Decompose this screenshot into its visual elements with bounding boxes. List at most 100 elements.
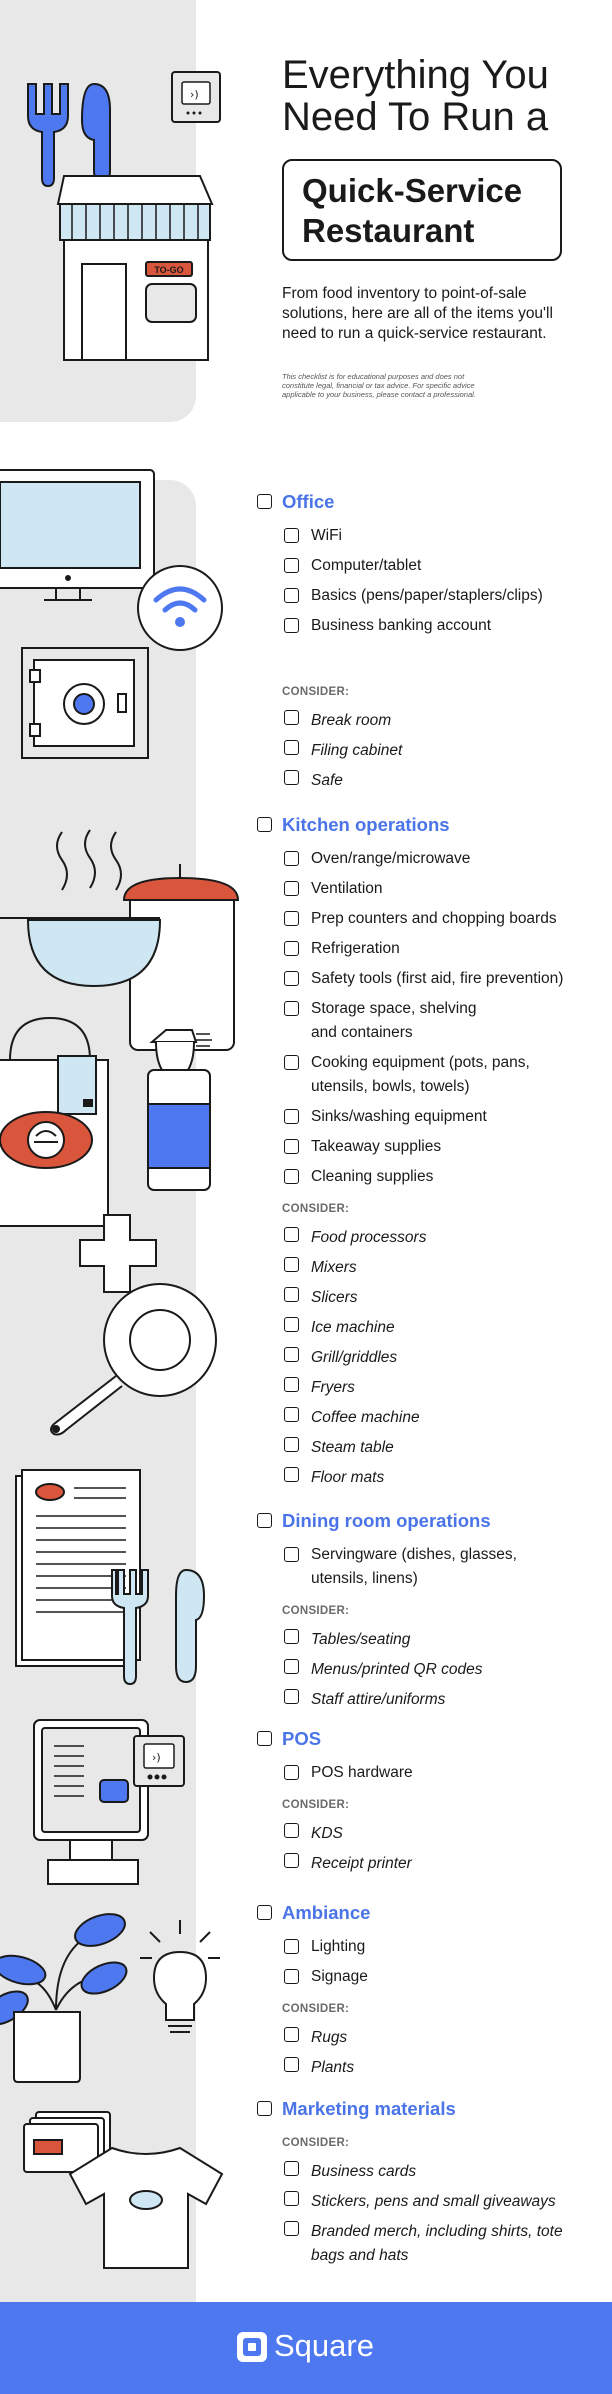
- consider-item-label: Rugs: [311, 2029, 348, 2046]
- consider-item-checkbox[interactable]: [284, 2057, 299, 2072]
- disclaimer-text: This checklist is for educational purpos…: [282, 372, 512, 399]
- item-checkbox[interactable]: [284, 528, 299, 543]
- consider-item-label: Grill/griddles: [311, 1349, 398, 1366]
- item-checkbox[interactable]: [284, 971, 299, 986]
- item-checkbox[interactable]: [284, 1169, 299, 1184]
- storefront-sign-text: TO-GO: [154, 265, 183, 275]
- intro-line-1: From food inventory to point-of-sale: [282, 285, 527, 302]
- checklist-item-label: Lighting: [311, 1938, 366, 1955]
- item-checkbox[interactable]: [284, 558, 299, 573]
- section-title-pos: POS: [282, 1728, 322, 1749]
- disclaimer-line-1: This checklist is for educational purpos…: [282, 372, 465, 381]
- item-checkbox[interactable]: [284, 1939, 299, 1954]
- card-reader-icon: ›): [171, 71, 221, 123]
- checklist-item-label: Storage space, shelving: [311, 1000, 477, 1017]
- checklist-item-label: utensils, linens): [311, 1570, 418, 1587]
- checklist-item-label: Ventilation: [311, 880, 383, 897]
- consider-item-checkbox[interactable]: [284, 1347, 299, 1362]
- consider-item-checkbox[interactable]: [284, 1407, 299, 1422]
- consider-item-label: Ice machine: [311, 1319, 395, 1336]
- consider-item-checkbox[interactable]: [284, 1257, 299, 1272]
- item-checkbox[interactable]: [284, 1139, 299, 1154]
- consider-item-checkbox[interactable]: [284, 2221, 299, 2236]
- item-checkbox[interactable]: [284, 618, 299, 633]
- section-checkbox-kitchen-operations[interactable]: [257, 817, 272, 832]
- consider-item-checkbox[interactable]: [284, 710, 299, 725]
- consider-item-checkbox[interactable]: [284, 1629, 299, 1644]
- consider-item-checkbox[interactable]: [284, 740, 299, 755]
- item-checkbox[interactable]: [284, 1055, 299, 1070]
- ambiance-illustration: [0, 1913, 220, 2083]
- item-checkbox[interactable]: [284, 1109, 299, 1124]
- consider-item-checkbox[interactable]: [284, 1823, 299, 1838]
- consider-item-checkbox[interactable]: [284, 1317, 299, 1332]
- consider-label: CONSIDER:: [282, 2137, 350, 2149]
- consider-item-checkbox[interactable]: [284, 1467, 299, 1482]
- checklist-item-label: Business banking account: [311, 617, 492, 634]
- item-checkbox[interactable]: [284, 1765, 299, 1780]
- item-checkbox[interactable]: [284, 1547, 299, 1562]
- consider-item-checkbox[interactable]: [284, 2027, 299, 2042]
- section-checkbox-marketing-materials[interactable]: [257, 2101, 272, 2116]
- knife-icon: [80, 82, 111, 186]
- storefront-icon: TO-GO: [56, 175, 214, 361]
- svg-text:›): ›): [190, 88, 199, 101]
- consider-item-label: Slicers: [311, 1289, 358, 1306]
- item-checkbox[interactable]: [284, 941, 299, 956]
- consider-item-checkbox[interactable]: [284, 1287, 299, 1302]
- consider-item-checkbox[interactable]: [284, 1853, 299, 1868]
- checklist-item-label: and containers: [311, 1024, 413, 1041]
- boxed-title: Quick-Service Restaurant: [282, 159, 562, 261]
- consider-label: CONSIDER:: [282, 686, 350, 698]
- item-checkbox[interactable]: [284, 1001, 299, 1016]
- section-checkbox-ambiance[interactable]: [257, 1905, 272, 1920]
- title-line-2: Need To Run a: [282, 95, 549, 139]
- checklist-item-label: Cooking equipment (pots, pans,: [311, 1054, 530, 1071]
- consider-item-checkbox[interactable]: [284, 1689, 299, 1704]
- disclaimer-line-3: applicable to your business, please cont…: [282, 390, 476, 399]
- card-reader-icon: ›): [133, 1735, 185, 1787]
- checklist-item-label: Sinks/washing equipment: [311, 1108, 487, 1125]
- section-checkbox-dining-room-operations[interactable]: [257, 1513, 272, 1528]
- section-title-kitchen-operations: Kitchen operations: [282, 814, 450, 835]
- consider-item-label: Staff attire/uniforms: [311, 1691, 446, 1708]
- consider-item-label: Floor mats: [311, 1469, 385, 1486]
- fork-knife-icon: [111, 1568, 206, 1686]
- item-checkbox[interactable]: [284, 1969, 299, 1984]
- section-checkbox-pos[interactable]: [257, 1731, 272, 1746]
- checklist-item-label: Servingware (dishes, glasses,: [311, 1546, 517, 1563]
- item-checkbox[interactable]: [284, 588, 299, 603]
- boxed-title-line-2: Restaurant: [302, 212, 475, 249]
- intro-line-3: need to run a quick-service restaurant.: [282, 325, 547, 342]
- checklist-item-label: Cleaning supplies: [311, 1168, 434, 1185]
- item-checkbox[interactable]: [284, 881, 299, 896]
- menu-icon: [15, 1469, 141, 1667]
- disclaimer-line-2: constitute legal, financial or tax advic…: [282, 381, 475, 390]
- consider-item-checkbox[interactable]: [284, 2161, 299, 2176]
- cooking-pot-icon: [0, 864, 240, 1051]
- storefront-illustration: ›) TO-GO: [27, 71, 221, 361]
- intro-text: From food inventory to point-of-sale sol…: [282, 284, 582, 344]
- section-checkbox-office[interactable]: [257, 494, 272, 509]
- checklist-item-label: Basics (pens/paper/staplers/clips): [311, 587, 543, 604]
- safe-icon: [21, 647, 149, 759]
- consider-item-checkbox[interactable]: [284, 1437, 299, 1452]
- steam-icon: [56, 829, 122, 891]
- consider-item-checkbox[interactable]: [284, 2191, 299, 2206]
- consider-label: CONSIDER:: [282, 2003, 350, 2015]
- consider-item-checkbox[interactable]: [284, 1659, 299, 1674]
- computer-monitor-icon: [0, 469, 155, 601]
- consider-item-checkbox[interactable]: [284, 770, 299, 785]
- consider-item-checkbox[interactable]: [284, 1227, 299, 1242]
- item-checkbox[interactable]: [284, 911, 299, 926]
- page-title: Everything You Need To Run a: [282, 54, 602, 138]
- consider-item-checkbox[interactable]: [284, 1377, 299, 1392]
- consider-item-label: Food processors: [311, 1229, 427, 1246]
- takeaway-bag-icon: [0, 1016, 109, 1227]
- consider-item-label: Fryers: [311, 1379, 355, 1396]
- item-checkbox[interactable]: [284, 851, 299, 866]
- pos-terminal-icon: [33, 1719, 149, 1885]
- checklist-item-label: Safety tools (first aid, fire prevention…: [311, 970, 564, 987]
- checklist-item-label: POS hardware: [311, 1764, 413, 1781]
- consider-item-label: Filing cabinet: [311, 742, 403, 759]
